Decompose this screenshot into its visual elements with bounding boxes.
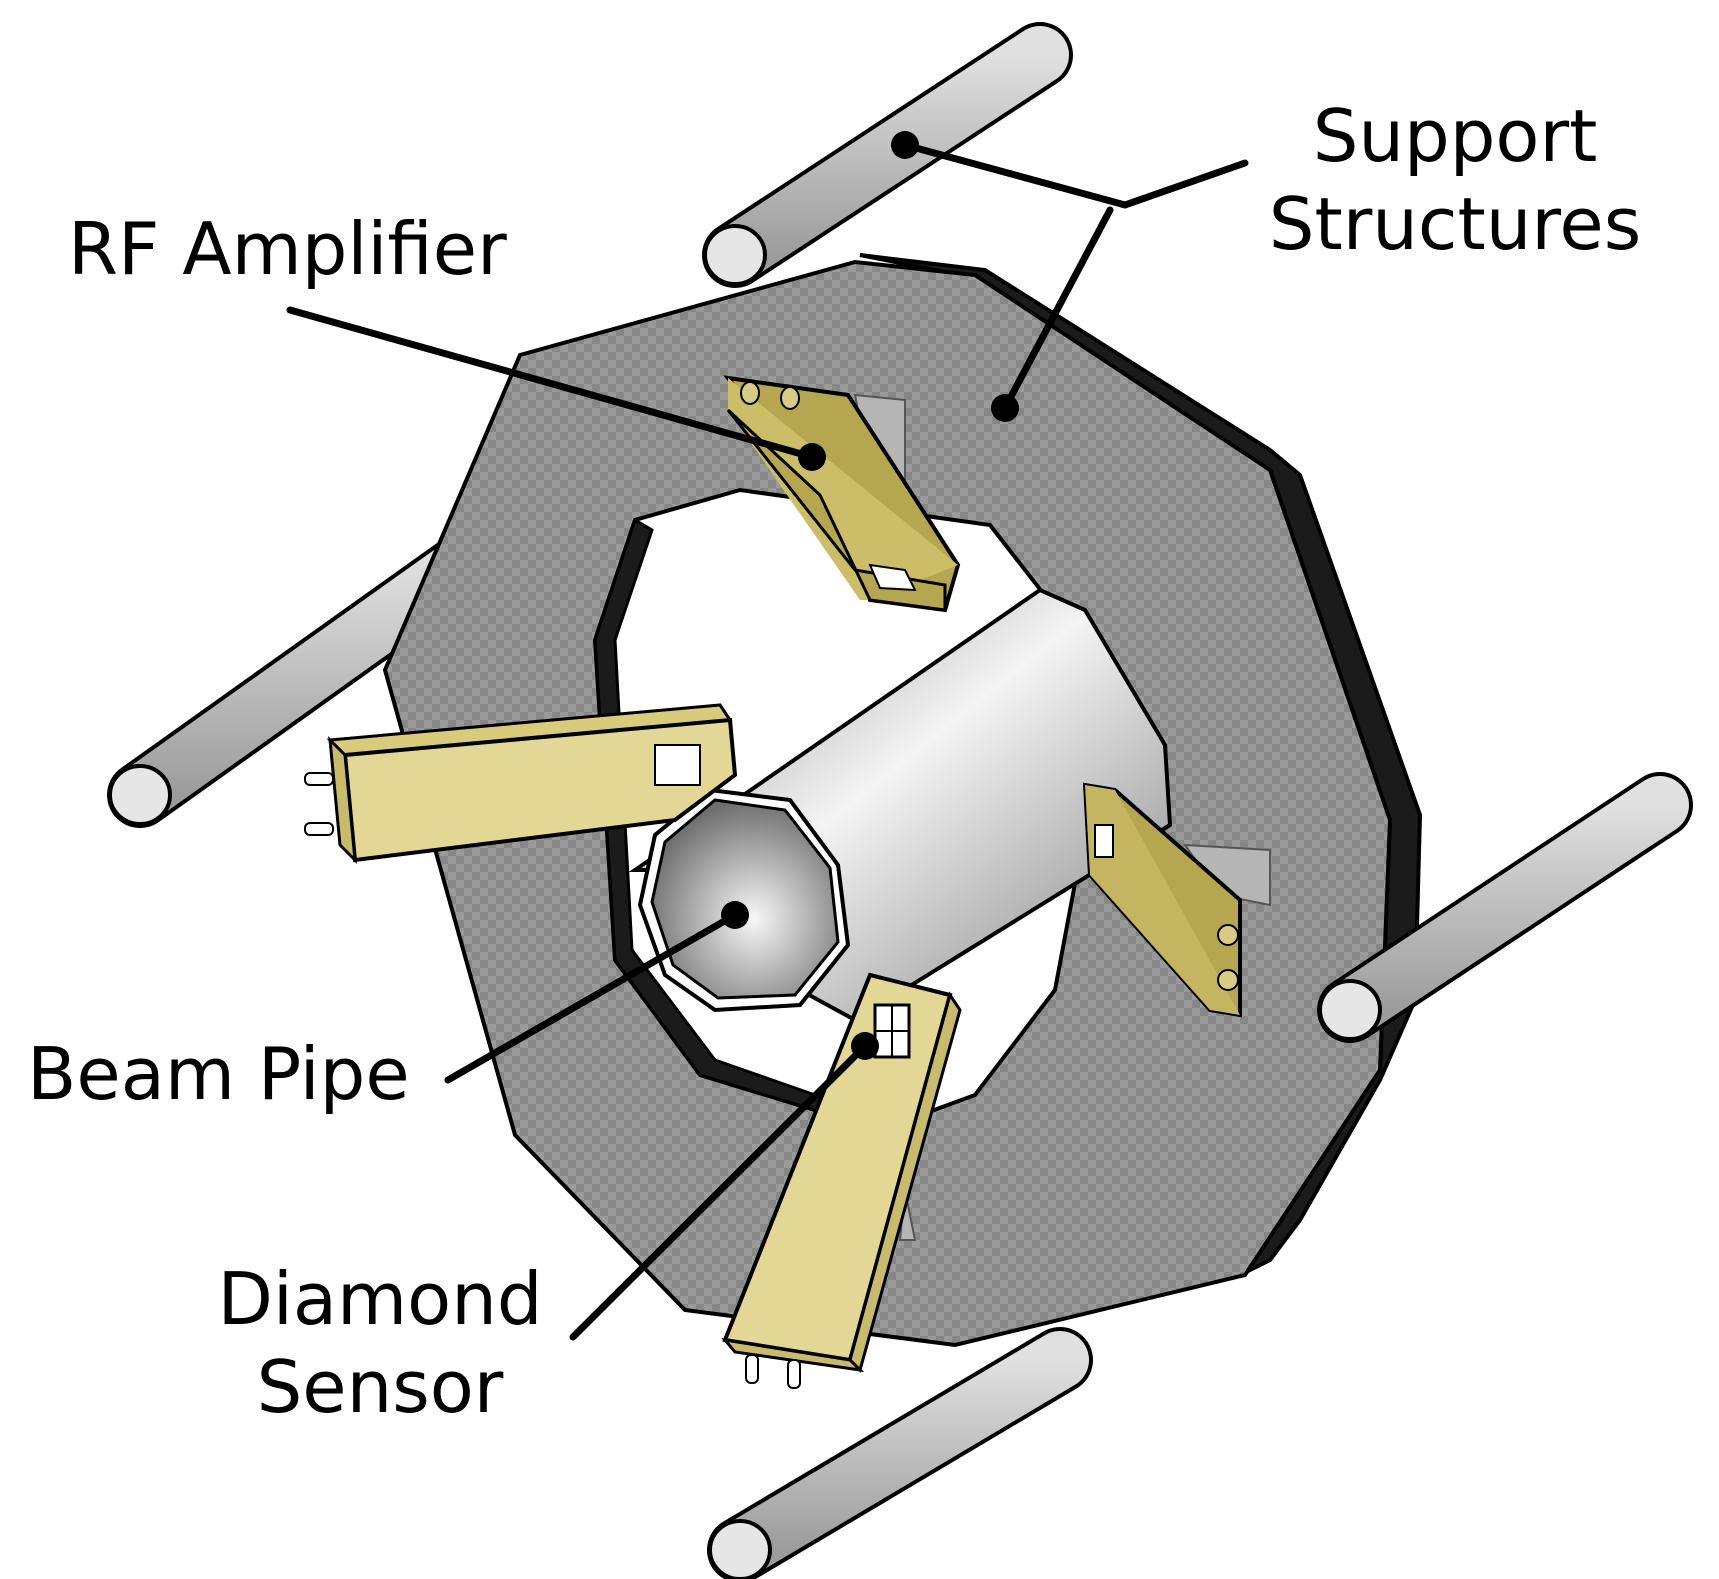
leader-beam-pipe — [444, 911, 739, 1084]
diamond-sensor-label: Diamond Sensor — [195, 1255, 565, 1431]
right-sensor-board — [1082, 782, 1242, 1018]
dot-beam-pipe — [721, 901, 749, 929]
board-pin — [304, 772, 334, 786]
support-rod-bottom — [707, 1327, 1093, 1579]
diamond-sensor-board — [721, 972, 962, 1389]
board-pad — [868, 563, 917, 592]
board-pin — [745, 1354, 759, 1384]
board-pin — [1217, 924, 1239, 946]
board-pin — [304, 822, 334, 836]
diamond-sensor-line1: Diamond — [217, 1257, 543, 1341]
leader-diamond-sensor — [569, 1042, 869, 1341]
dot-diamond-sensor — [851, 1032, 879, 1060]
support-structures-line2: Structures — [1268, 182, 1642, 266]
dot-support-rod — [891, 131, 919, 159]
dot-support-ring — [991, 394, 1019, 422]
leader-dots — [721, 131, 1019, 1060]
leader-lines — [286, 141, 1249, 1341]
board-pad — [654, 744, 701, 786]
board-pin — [780, 386, 800, 410]
support-rod-top — [702, 22, 1073, 288]
beam-pipe — [628, 587, 1173, 1023]
board-pin — [1217, 969, 1239, 991]
rf-amplifier-label: RF Amplifier — [68, 207, 507, 291]
board-pin — [787, 1359, 801, 1389]
leader-rf-amplifier — [286, 306, 816, 461]
board-pad — [1094, 824, 1114, 858]
board-pin — [740, 381, 760, 405]
support-rod-right — [1317, 772, 1693, 1043]
support-structures-line1: Support — [1312, 94, 1598, 178]
leader-support-ring — [1001, 206, 1114, 412]
beam-pipe-label: Beam Pipe — [27, 1032, 410, 1116]
support-structures-label: Support Structures — [1255, 92, 1655, 268]
dot-rf-amplifier — [798, 443, 826, 471]
rf-amplifier-board — [723, 375, 961, 613]
diamond-sensor-line2: Sensor — [256, 1345, 504, 1429]
leader-support-structures — [901, 141, 1249, 209]
left-sensor-board — [304, 703, 738, 865]
